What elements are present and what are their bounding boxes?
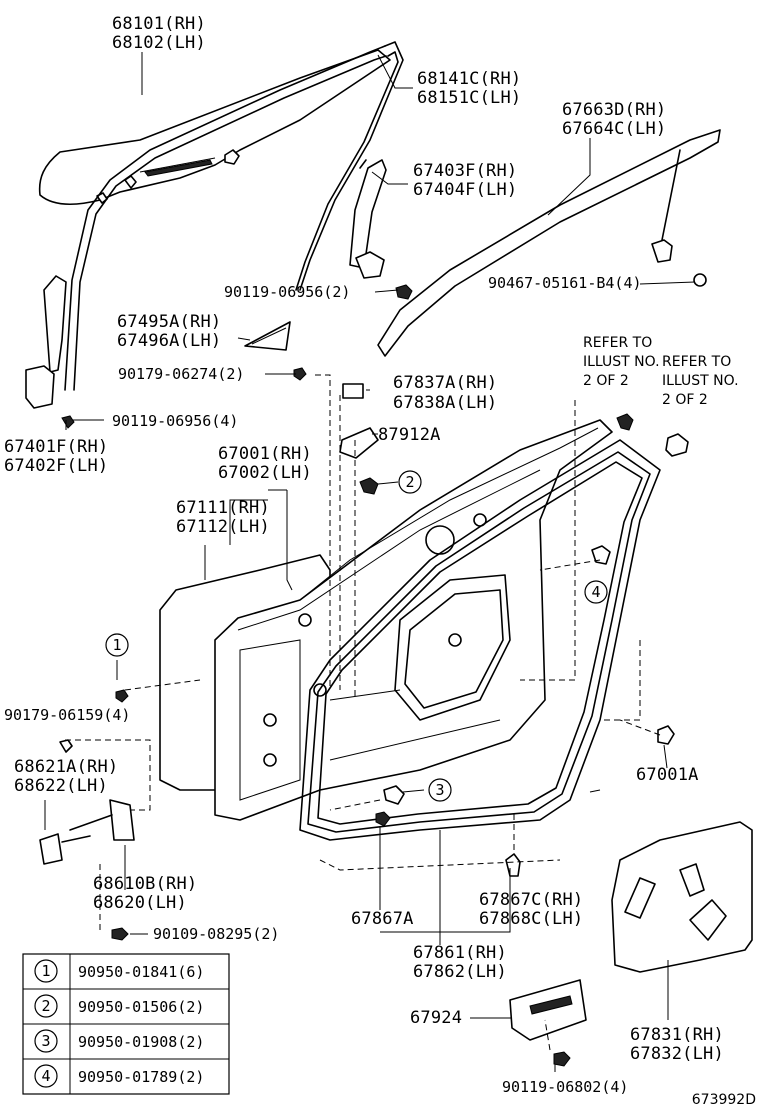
label-screw-lower: 90119-06802(4) <box>502 1078 628 1096</box>
svg-text:3: 3 <box>435 781 444 799</box>
label-door-weatherstrip-lh: 67862(LH) <box>413 962 507 982</box>
label-check-rh: 68610B(RH) <box>93 874 197 894</box>
label-refer-2-line1: REFER TO <box>662 354 731 370</box>
svg-text:2: 2 <box>41 997 50 1015</box>
label-seal-lower-rh: 67867C(RH) <box>479 890 583 910</box>
svg-text:90950-01908(2): 90950-01908(2) <box>78 1033 204 1051</box>
label-glass-rh: 68101(RH) <box>112 14 206 34</box>
label-door-weatherstrip-rh: 67861(RH) <box>413 943 507 963</box>
nut-icon <box>115 689 129 703</box>
door-weatherstrip <box>299 439 661 841</box>
label-cushion-rh: 67837A(RH) <box>393 373 497 393</box>
label-service-cover-lh: 67832(LH) <box>630 1044 724 1064</box>
door-glass <box>38 49 391 206</box>
door-hinge <box>39 739 91 865</box>
label-weatherstrip-outer-lh: 67664C(LH) <box>562 119 666 139</box>
figure-code: 673992D <box>692 1092 756 1108</box>
callout-3: 3 <box>428 778 452 802</box>
glass-run-channel <box>64 41 404 391</box>
svg-text:2: 2 <box>405 473 414 491</box>
label-outer-panel-lh: 67112(LH) <box>176 517 270 537</box>
svg-text:90950-01506(2): 90950-01506(2) <box>78 998 204 1016</box>
screw-icon <box>693 273 707 287</box>
label-nut-cover: 90179-06274(2) <box>118 365 244 383</box>
svg-text:90950-01789(2): 90950-01789(2) <box>78 1068 204 1086</box>
callout-1: 1 <box>105 633 129 657</box>
door-pad <box>339 427 379 459</box>
label-seal-lower-clip: 67867A <box>351 909 414 929</box>
label-door-assy-rh: 67001(RH) <box>218 444 312 464</box>
label-run-channel-lh: 68151C(LH) <box>417 88 521 108</box>
part-labels: 68101(RH) 68102(LH) 68141C(RH) 68151C(LH… <box>4 14 756 1108</box>
label-plug: 67001A <box>636 765 699 785</box>
lower-bracket <box>509 979 587 1067</box>
label-cushion-lh: 67838A(LH) <box>393 393 497 413</box>
label-run-channel-rh: 68141C(RH) <box>417 69 521 89</box>
label-outer-panel-rh: 67111(RH) <box>176 498 270 518</box>
label-refer-2-line2: ILLUST NO. <box>662 373 739 389</box>
service-hole-cover <box>611 821 753 973</box>
clip-icon <box>665 433 689 457</box>
label-screw-rear-sash: 90119-06956(2) <box>224 283 350 301</box>
svg-text:1: 1 <box>41 962 50 980</box>
label-screw-front-sash: 90119-06956(4) <box>112 412 238 430</box>
label-hinge-lh: 68622(LH) <box>14 776 108 796</box>
cushion-block <box>342 383 364 399</box>
legend-table: 1 90950-01841(6) 2 90950-01506(2) 3 9095… <box>22 953 230 1095</box>
label-front-sash-lh: 67402F(LH) <box>4 456 108 476</box>
legend-row: 2 90950-01506(2) <box>34 994 204 1018</box>
label-weatherstrip-outer-rh: 67663D(RH) <box>562 100 666 120</box>
label-glass-lh: 68102(LH) <box>112 33 206 53</box>
clip-icon <box>375 811 391 827</box>
callout-2: 2 <box>398 470 422 494</box>
label-pad: 87912A <box>378 425 441 445</box>
label-rear-sash-lh: 67404F(LH) <box>413 180 517 200</box>
svg-text:90950-01841(6): 90950-01841(6) <box>78 963 204 981</box>
label-lower-bracket: 67924 <box>410 1008 462 1028</box>
label-service-cover-rh: 67831(RH) <box>630 1025 724 1045</box>
legend-row: 4 90950-01789(2) <box>34 1064 204 1088</box>
clip-icon <box>383 785 405 805</box>
door-check <box>69 799 135 941</box>
label-refer-1-line3: 2 OF 2 <box>583 373 629 389</box>
leader-lines <box>44 52 696 1072</box>
svg-text:1: 1 <box>112 636 121 654</box>
label-refer-1-line2: ILLUST NO. <box>583 354 660 370</box>
label-screw-outer: 90467-05161-B4(4) <box>488 274 642 292</box>
rear-door-sash <box>349 159 413 300</box>
label-refer-2-line3: 2 OF 2 <box>662 392 708 408</box>
label-front-sash-rh: 67401F(RH) <box>4 437 108 457</box>
legend-row: 3 90950-01908(2) <box>34 1029 204 1053</box>
label-hinge-rh: 68621A(RH) <box>14 757 118 777</box>
callout-4: 4 <box>584 580 608 604</box>
svg-text:3: 3 <box>41 1032 50 1050</box>
clip-icon <box>591 545 611 565</box>
plug-icon <box>657 725 675 745</box>
clip-icon <box>359 477 379 495</box>
clip-icon <box>616 413 634 431</box>
front-corner-cover <box>244 321 307 381</box>
label-refer-1-line1: REFER TO <box>583 335 652 351</box>
svg-text:4: 4 <box>41 1067 50 1085</box>
label-seal-lower-lh: 67868C(LH) <box>479 909 583 929</box>
projection-lines <box>65 374 661 1051</box>
label-cover-front-lh: 67496A(LH) <box>117 331 221 351</box>
label-screw-check: 90109-08295(2) <box>153 925 279 943</box>
outer-weatherstrip <box>377 129 721 357</box>
svg-text:4: 4 <box>591 583 600 601</box>
legend-row: 1 90950-01841(6) <box>34 959 204 983</box>
label-cover-front-rh: 67495A(RH) <box>117 312 221 332</box>
label-nut-door: 90179-06159(4) <box>4 706 130 724</box>
door-assembly <box>214 419 613 821</box>
label-check-lh: 68620(LH) <box>93 893 187 913</box>
label-door-assy-lh: 67002(LH) <box>218 463 312 483</box>
label-rear-sash-rh: 67403F(RH) <box>413 161 517 181</box>
clip-icon <box>505 853 521 877</box>
